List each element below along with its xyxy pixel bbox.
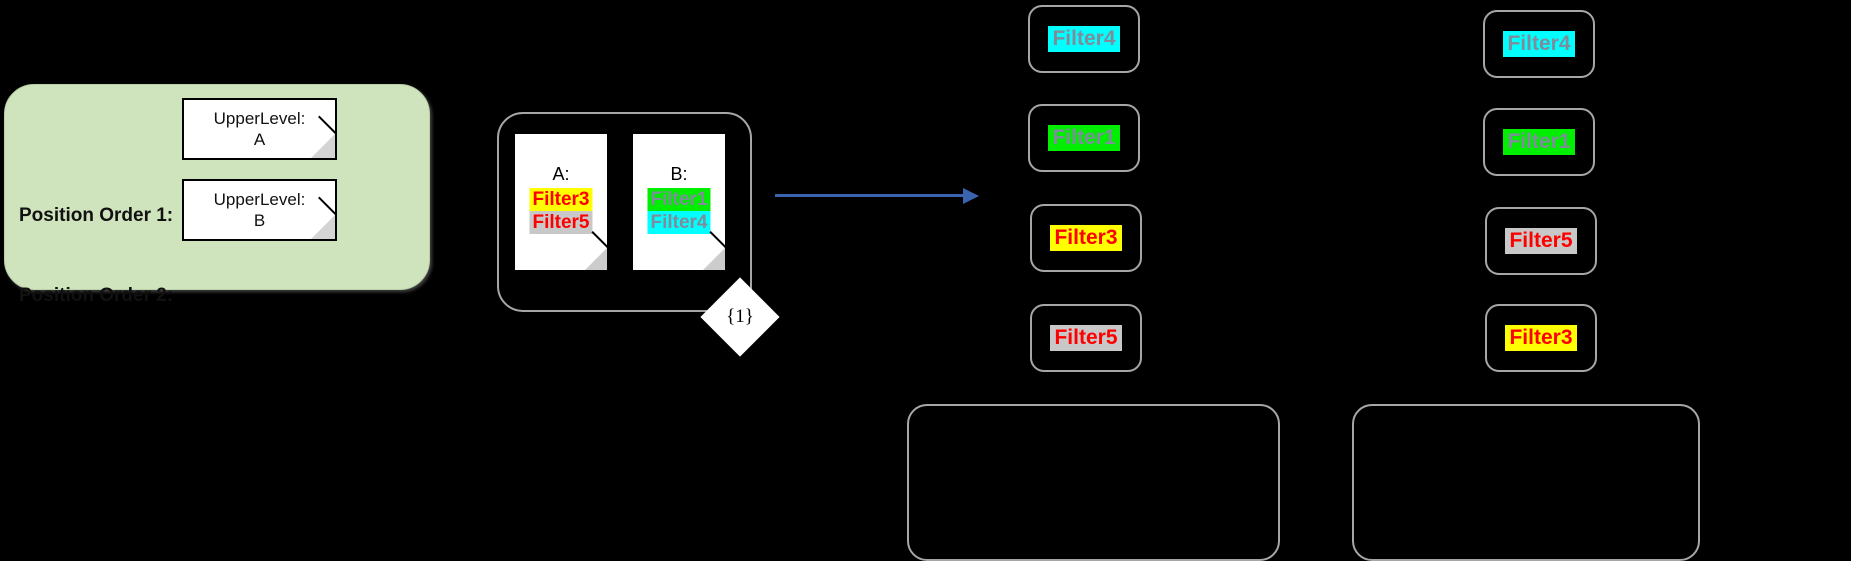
result-2-item-2[interactable]: Filter5 (1485, 207, 1597, 275)
result-1-chip-3: Filter5 (1050, 324, 1122, 352)
upperlevel-a-line2: A (253, 129, 266, 149)
document-note-b[interactable]: B: Filter1 Filter4 (633, 134, 727, 270)
upperlevel-a-line1: UpperLevel: (213, 108, 306, 128)
document-note-a[interactable]: A: Filter3 Filter5 (515, 134, 609, 270)
result-2-chip-1: Filter1 (1503, 128, 1575, 156)
multiplicity-label: {1} (726, 306, 754, 327)
position-order-2-label: Position Order 2: (19, 285, 174, 306)
bottom-container-left[interactable] (907, 404, 1280, 561)
bottom-container-right[interactable] (1352, 404, 1700, 561)
document-note-b-title: B: (670, 164, 688, 184)
upperlevel-card-b-lines: UpperLevel: B (184, 181, 335, 239)
result-1-item-0[interactable]: Filter4 (1028, 5, 1140, 73)
note-b-filter-1: Filter4 (647, 211, 711, 235)
result-2-item-0[interactable]: Filter4 (1483, 10, 1595, 78)
upperlevel-card-a-lines: UpperLevel: A (184, 100, 335, 158)
note-a-filter-1: Filter5 (529, 211, 593, 235)
result-1-item-3[interactable]: Filter5 (1030, 304, 1142, 372)
page-fold-icon (311, 215, 335, 239)
position-order-1-label: Position Order 1: (19, 205, 174, 226)
result-1-chip-1: Filter1 (1048, 124, 1120, 152)
result-1-item-1[interactable]: Filter1 (1028, 104, 1140, 172)
document-note-b-filters: Filter1 Filter4 (647, 188, 711, 235)
result-1-chip-0: Filter4 (1048, 25, 1120, 53)
note-a-filter-0: Filter3 (529, 188, 593, 212)
result-2-chip-3: Filter3 (1505, 324, 1577, 352)
document-note-a-filters: Filter3 Filter5 (529, 188, 593, 235)
page-fold-icon (703, 248, 725, 270)
result-1-item-2[interactable]: Filter3 (1030, 204, 1142, 272)
page-fold-edge-icon (709, 231, 727, 248)
result-1-chip-2: Filter3 (1050, 224, 1122, 252)
transform-arrow-head-icon (963, 188, 979, 204)
note-b-filter-0: Filter1 (647, 188, 711, 212)
upperlevel-card-a[interactable]: UpperLevel: A (182, 98, 352, 160)
page-fold-edge-icon (591, 231, 609, 248)
result-2-item-3[interactable]: Filter3 (1485, 304, 1597, 372)
page-fold-icon (311, 134, 335, 158)
upperlevel-b-line1: UpperLevel: (213, 189, 306, 209)
upperlevel-card-b[interactable]: UpperLevel: B (182, 179, 352, 241)
document-note-a-title: A: (552, 164, 570, 184)
transform-arrow-line (775, 194, 965, 197)
result-2-chip-2: Filter5 (1505, 227, 1577, 255)
upperlevel-b-line2: B (253, 210, 266, 230)
page-fold-icon (585, 248, 607, 270)
result-2-item-1[interactable]: Filter1 (1483, 108, 1595, 176)
result-2-chip-0: Filter4 (1503, 30, 1575, 58)
